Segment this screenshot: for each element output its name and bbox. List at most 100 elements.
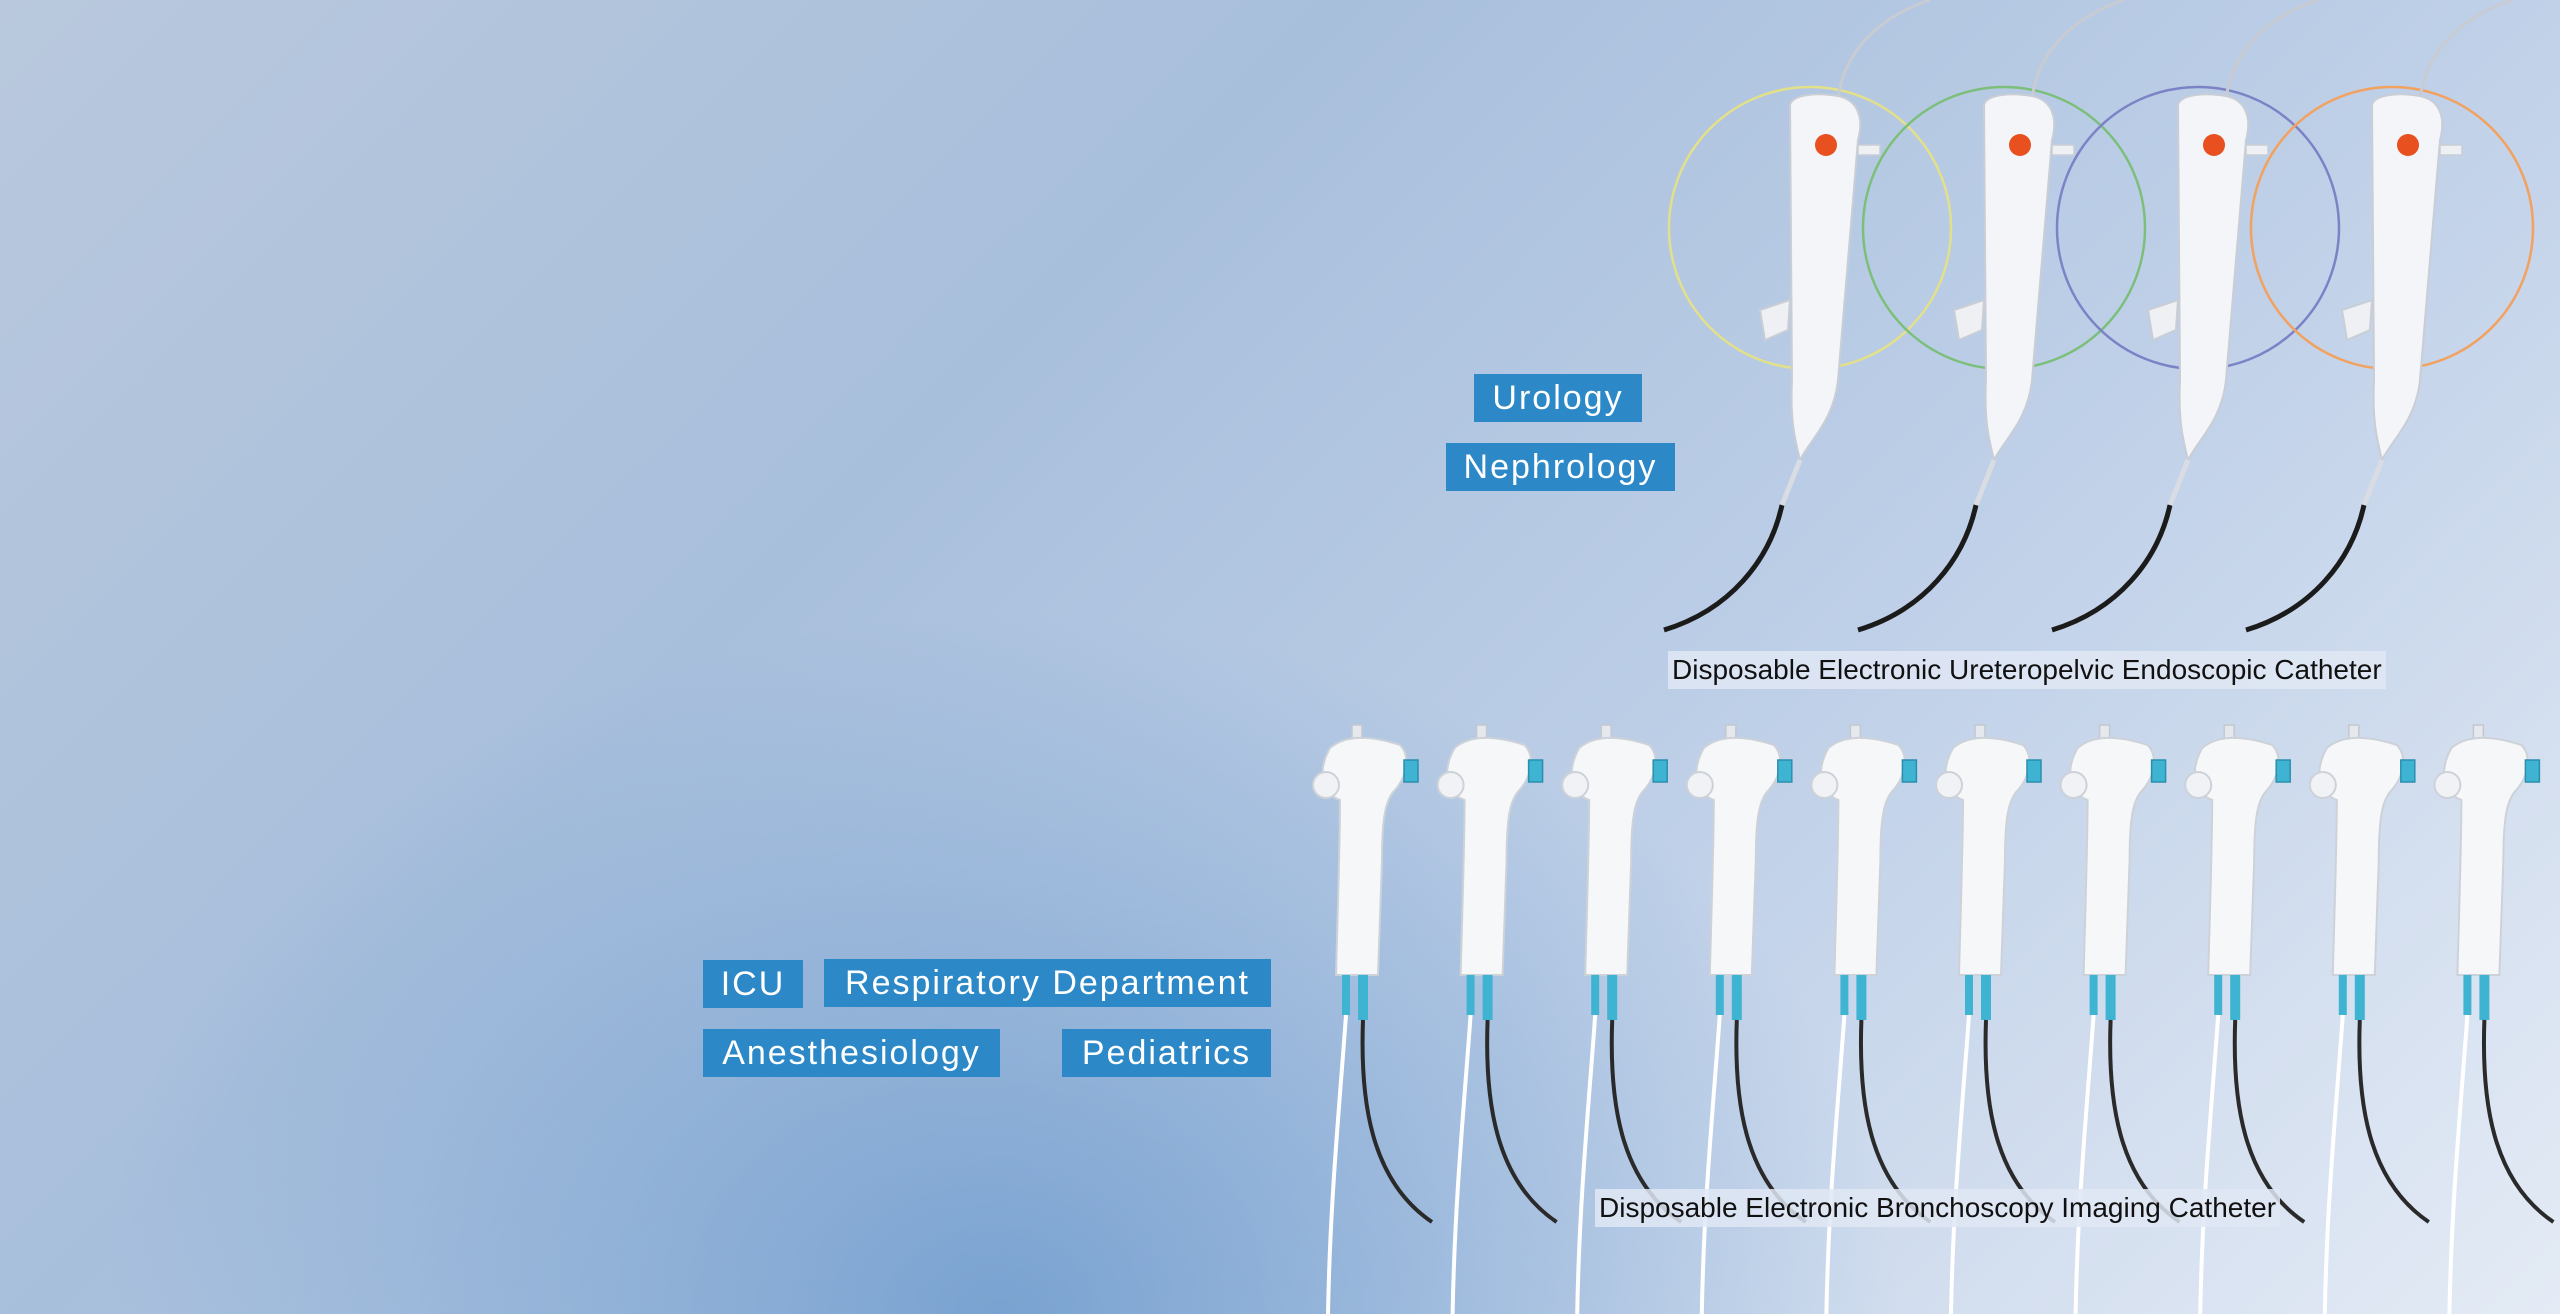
white-cable [1824,1014,1847,1314]
bronchoscope-handle [1819,736,1906,976]
bronchoscope-unit [2308,724,2430,1314]
tag-pediatrics: Pediatrics [1062,1029,1271,1077]
scope-handle [1982,93,2056,463]
tag-anesthesiology: Anesthesiology [703,1029,1000,1077]
control-knob [2433,771,2462,799]
bronchoscope-handle [1695,736,1782,976]
working-channel-port [1777,759,1793,783]
tube-strain-relief [2361,459,2385,506]
scope-lever [2340,298,2374,342]
bronchoscope-handle [1446,736,1532,976]
control-knob [2308,771,2337,799]
top-cable [2030,0,2125,101]
scope-port [2051,144,2075,156]
control-knob [1810,771,1839,799]
strain-relief-cable [2463,975,2472,1015]
bronchoscope-unit [1810,724,1932,1314]
top-cable [1836,0,1931,101]
scope-port [2245,144,2269,156]
white-cable [1575,1014,1598,1314]
white-cable [1450,1014,1473,1314]
insertion-tube [1663,504,1785,633]
control-knob [1436,771,1465,799]
working-channel-port [2400,759,2416,783]
bronchoscope-handle [1570,736,1657,976]
scope-handle [1788,93,1862,463]
bronchoscope-handle [2318,736,2405,976]
control-knob [1561,771,1590,799]
tag-urology: Urology [1474,374,1642,422]
insertion-tube [2051,504,2173,633]
insertion-tube [1857,504,1979,633]
scope-lever [2146,298,2180,342]
strain-relief-cable [1591,975,1600,1015]
insertion-tube [1485,1019,1558,1224]
scope-logo [2397,134,2419,156]
ureteroscope-unit [2245,0,2535,633]
ureteroscope-unit [2051,0,2341,633]
strain-relief-tube [2230,975,2241,1020]
ureteropelvic-catheter-illustration [1663,0,2535,633]
strain-relief-cable [2089,975,2098,1015]
white-cable [1699,1014,1722,1314]
bronchoscope-unit [1312,724,1434,1314]
working-channel-port [1652,759,1668,783]
strain-relief-tube [1482,975,1493,1020]
control-knob [1312,771,1340,799]
scope-lever [1758,298,1792,342]
strain-relief-cable [1840,975,1849,1015]
top-cable [2224,0,2319,101]
caption-ureteropelvic-catheter: Disposable Electronic Ureteropelvic Endo… [1668,651,2386,689]
tag-icu: ICU [703,960,803,1008]
tube-strain-relief [2167,459,2191,506]
strain-relief-tube [1607,975,1618,1020]
working-channel-port [2275,759,2291,783]
bronchoscope-unit [2184,724,2306,1314]
top-cable [2418,0,2513,101]
insertion-tube [2245,504,2367,633]
working-channel-port [2150,759,2167,783]
strain-relief-tube [1856,975,1867,1020]
control-knob [1935,771,1963,799]
bronchoscope-handle [2193,736,2280,976]
white-cable [2198,1014,2221,1314]
white-cable [1949,1014,1971,1314]
strain-relief-tube [2105,975,2116,1020]
strain-relief-cable [1466,975,1475,1015]
strain-relief-cable [1342,975,1350,1015]
scope-handle [2370,93,2444,463]
strain-relief-cable [1965,975,1973,1015]
white-cable [1326,1014,1348,1314]
bronchoscope-handle [1944,736,2031,976]
insertion-tube [2232,1019,2306,1224]
bronchoscope-unit [2059,724,2181,1314]
working-channel-port [1403,759,1419,783]
tube-strain-relief [1779,459,1803,506]
scope-handle [2176,93,2250,463]
control-knob [2059,771,2088,799]
working-channel-port [2524,759,2541,783]
strain-relief-tube [1358,975,1368,1020]
strain-relief-tube [1981,975,1991,1020]
insertion-tube [2481,1019,2555,1224]
strain-relief-cable [2214,975,2223,1015]
bronchoscope-unit [2433,724,2555,1314]
insertion-tube [1360,1019,1434,1224]
working-channel-port [1901,759,1918,783]
scope-port [1857,144,1881,156]
control-knob [1685,771,1714,799]
white-cable [2073,1014,2096,1314]
bronchoscope-unit [1561,724,1683,1314]
strain-relief-cable [1715,975,1724,1015]
working-channel-port [1527,759,1544,783]
bronchoscope-unit [1436,724,1558,1314]
control-knob [2184,771,2213,799]
bronchoscope-handle [2069,736,2155,976]
bronchoscope-unit [1935,724,2057,1314]
scope-lever [1952,298,1986,342]
bronchoscope-handle [1321,736,1408,976]
scope-logo [2009,134,2031,156]
tube-strain-relief [1973,459,1997,506]
strain-relief-tube [2354,975,2365,1020]
